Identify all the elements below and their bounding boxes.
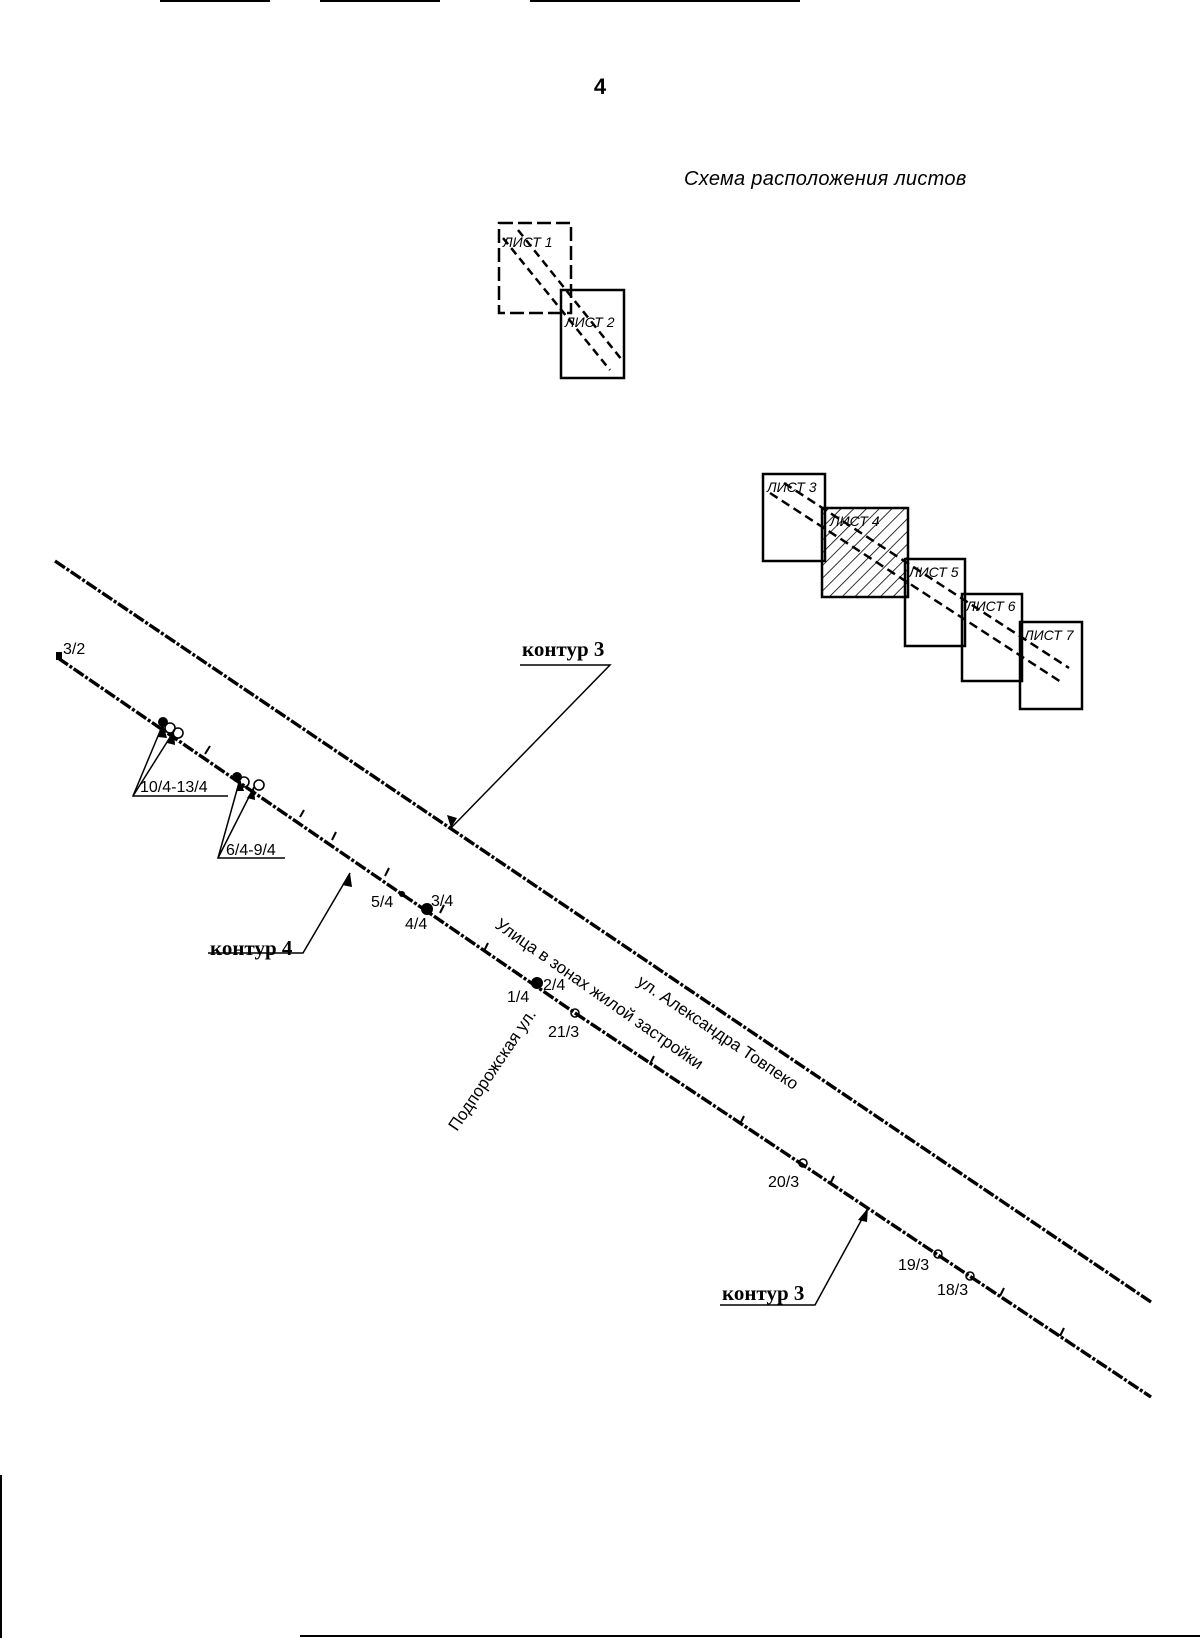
point-marker-18-3[interactable] (965, 1271, 975, 1281)
point-label-4-4: 4/4 (405, 916, 427, 933)
point-label-5-4: 5/4 (371, 894, 393, 911)
sheet-route-lower (769, 481, 1070, 684)
point-label-21-3: 21/3 (548, 1024, 579, 1041)
point-marker-20-3[interactable] (798, 1158, 808, 1168)
point-marker-9-4[interactable] (253, 779, 265, 791)
point-marker-5-4[interactable] (399, 891, 405, 897)
point-marker-3-2[interactable] (56, 652, 62, 660)
sheet-label-7: ЛИСТ 7 (1023, 627, 1075, 643)
point-marker-11-4[interactable] (164, 722, 176, 734)
leader-lines (131, 664, 869, 1306)
point-label-3-4: 3/4 (431, 893, 453, 910)
scheme-title: Схема расположения листов (684, 168, 967, 190)
point-marker-13-4[interactable] (172, 727, 184, 739)
contour-label-upper: контур 3 (522, 637, 604, 661)
street-name-side: Подпорожская ул. (445, 1006, 540, 1135)
point-label-3-2: 3/2 (63, 641, 85, 658)
contour-4-boundary (57, 656, 576, 1015)
point-label-2-4: 2/4 (543, 977, 565, 994)
sheet-frame-7[interactable]: ЛИСТ 7 (1018, 620, 1084, 711)
sheet-frame-3[interactable]: ЛИСТ 3 (761, 472, 827, 563)
point-marker-21-3[interactable] (570, 1008, 580, 1018)
boundary-ticks (204, 745, 1065, 1337)
point-label-19-3: 19/3 (898, 1257, 929, 1274)
point-label-18-3: 18/3 (937, 1282, 968, 1299)
contour-3-upper-boundary (54, 559, 1152, 1304)
point-marker-3-4[interactable] (421, 903, 433, 915)
point-marker-2-4[interactable] (531, 977, 543, 989)
point-label-1-4: 1/4 (507, 989, 529, 1006)
contour-3-lower-boundary (574, 1011, 1152, 1399)
sheet-label-4: ЛИСТ 4 (829, 513, 880, 529)
contour-label-lower: контур 3 (722, 1281, 804, 1305)
point-label-20-3: 20/3 (768, 1174, 799, 1191)
sheet-frame-4[interactable]: ЛИСТ 4 (820, 506, 910, 599)
sheet-frame-5[interactable]: ЛИСТ 5 (903, 557, 967, 648)
contour-label-middle: контур 4 (210, 936, 293, 960)
point-label-6-4-9-4: 6/4-9/4 (226, 842, 276, 859)
sheet-frame-6[interactable]: ЛИСТ 6 (960, 592, 1024, 683)
page-number: 4 (593, 74, 607, 99)
sheet-label-2: ЛИСТ 2 (564, 314, 615, 330)
leader-arrowheads (158, 724, 868, 1222)
sheet-label-5: ЛИСТ 5 (908, 564, 959, 580)
sheet-frame-2[interactable]: ЛИСТ 2 (559, 288, 626, 380)
point-label-10-4-13-4: 10/4-13/4 (140, 779, 208, 796)
point-marker-19-3[interactable] (933, 1249, 943, 1259)
sheet-route-upper (502, 229, 623, 371)
sheet-layout-scheme: ЛИСТ 1 ЛИСТ 2 ЛИСТ 3 ЛИСТ 4 ЛИСТ 5 ЛИСТ … (497, 221, 1084, 711)
